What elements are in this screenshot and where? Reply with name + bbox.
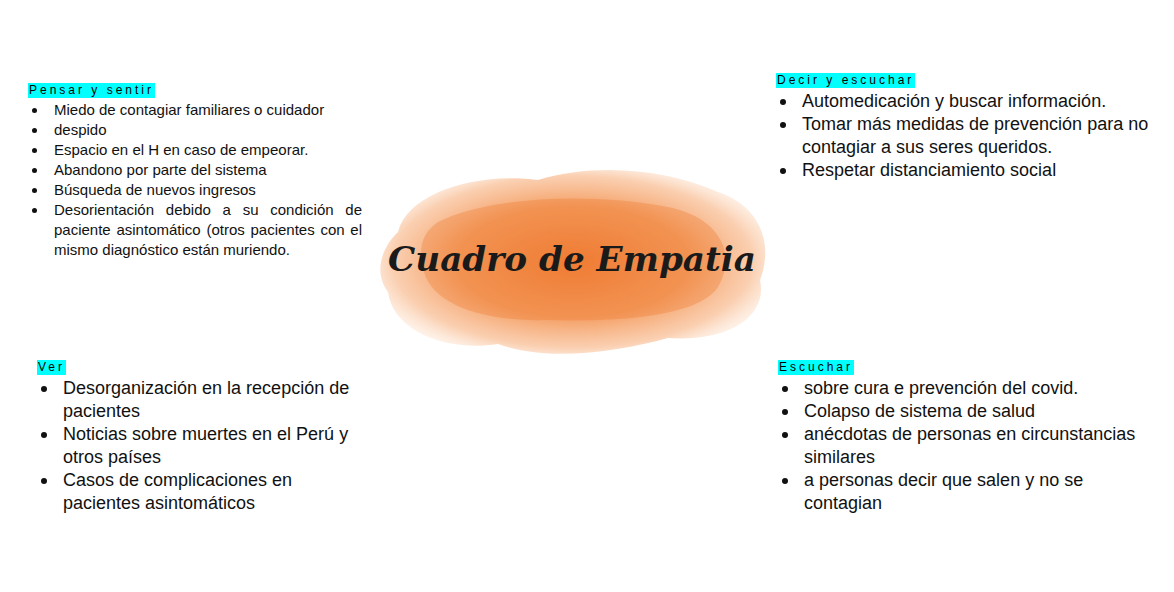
bullet-dot <box>41 478 47 484</box>
bullet-item: Desorientación debido a su condición de … <box>54 201 362 258</box>
bullet-row: Espacio en el H en caso de empeorar. <box>28 140 362 160</box>
think-feel-quadrant: Pensar y sentirMiedo de contagiar famili… <box>28 80 362 260</box>
bullet-dot <box>41 432 47 438</box>
bullet-row: Respetar distanciamiento social <box>776 159 1166 182</box>
bullet-item: despido <box>54 121 107 138</box>
bullet-list: Miedo de contagiar familiares o cuidador… <box>28 100 362 260</box>
bullet-row: a personas decir que salen y no se conta… <box>778 469 1138 515</box>
bullet-item: Abandono por parte del sistema <box>54 161 267 178</box>
bullet-dot <box>41 386 47 392</box>
bullet-row: sobre cura e prevención del covid. <box>778 377 1138 400</box>
bullet-list: Automedicación y buscar información. Toma… <box>776 90 1166 182</box>
bullet-dot <box>32 148 37 153</box>
bullet-row: despido <box>28 120 362 140</box>
bullet-row: Desorganización en la recepción de pacie… <box>37 377 363 423</box>
bullet-dot <box>32 208 37 213</box>
quadrant-heading: Pensar y sentir <box>28 83 155 98</box>
bullet-item: Noticias sobre muertes en el Perú y otro… <box>63 424 348 467</box>
watercolor-blob: Cuadro de Empatia <box>368 152 776 366</box>
bullet-item: a personas decir que salen y no se conta… <box>804 470 1083 513</box>
center-title: Cuadro de Empatia <box>388 239 756 279</box>
bullet-row: Tomar más medidas de prevención para no … <box>776 113 1166 159</box>
bullet-row: anécdotas de personas en circunstancias … <box>778 423 1138 469</box>
bullet-item: Desorganización en la recepción de pacie… <box>63 378 349 421</box>
bullet-item: Respetar distanciamiento social <box>802 160 1056 180</box>
bullet-item: Casos de complicaciones en pacientes asi… <box>63 470 292 513</box>
bullet-item: anécdotas de personas en circunstancias … <box>804 424 1135 467</box>
bullet-dot <box>32 188 37 193</box>
bullet-row: Miedo de contagiar familiares o cuidador <box>28 100 362 120</box>
quadrant-heading: Decir y escuchar <box>776 73 915 88</box>
bullet-dot <box>780 99 786 105</box>
bullet-dot <box>782 432 788 438</box>
bullet-dot <box>782 409 788 415</box>
bullet-row: Casos de complicaciones en pacientes asi… <box>37 469 363 515</box>
see-quadrant: VerDesorganización en la recepción de pa… <box>37 357 363 515</box>
quadrant-heading: Ver <box>37 360 66 375</box>
bullet-dot <box>782 386 788 392</box>
quadrant-heading: Escuchar <box>778 360 854 375</box>
bullet-dot <box>780 122 786 128</box>
bullet-item: Espacio en el H en caso de empeorar. <box>54 141 308 158</box>
bullet-item: Miedo de contagiar familiares o cuidador <box>54 101 324 118</box>
bullet-item: Automedicación y buscar información. <box>802 91 1106 111</box>
bullet-dot <box>32 168 37 173</box>
bullet-dot <box>32 128 37 133</box>
say-do-quadrant: Decir y escucharAutomedicación y buscar … <box>776 70 1166 182</box>
bullet-dot <box>782 478 788 484</box>
bullet-item: Tomar más medidas de prevención para no … <box>802 114 1148 157</box>
bullet-item: Búsqueda de nuevos ingresos <box>54 181 256 198</box>
bullet-dot <box>780 168 786 174</box>
bullet-list: sobre cura e prevención del covid. Colaps… <box>778 377 1138 515</box>
bullet-row: Abandono por parte del sistema <box>28 160 362 180</box>
bullet-item: sobre cura e prevención del covid. <box>804 378 1078 398</box>
bullet-row: Colapso de sistema de salud <box>778 400 1138 423</box>
bullet-row: Noticias sobre muertes en el Perú y otro… <box>37 423 363 469</box>
bullet-row: Búsqueda de nuevos ingresos <box>28 180 362 200</box>
bullet-list: Desorganización en la recepción de pacie… <box>37 377 363 515</box>
bullet-row: Desorientación debido a su condición de … <box>28 200 362 260</box>
bullet-item: Colapso de sistema de salud <box>804 401 1035 421</box>
bullet-row: Automedicación y buscar información. <box>776 90 1166 113</box>
bullet-dot <box>32 108 37 113</box>
hear-quadrant: Escuchar sobre cura e prevención del covi… <box>778 357 1138 515</box>
